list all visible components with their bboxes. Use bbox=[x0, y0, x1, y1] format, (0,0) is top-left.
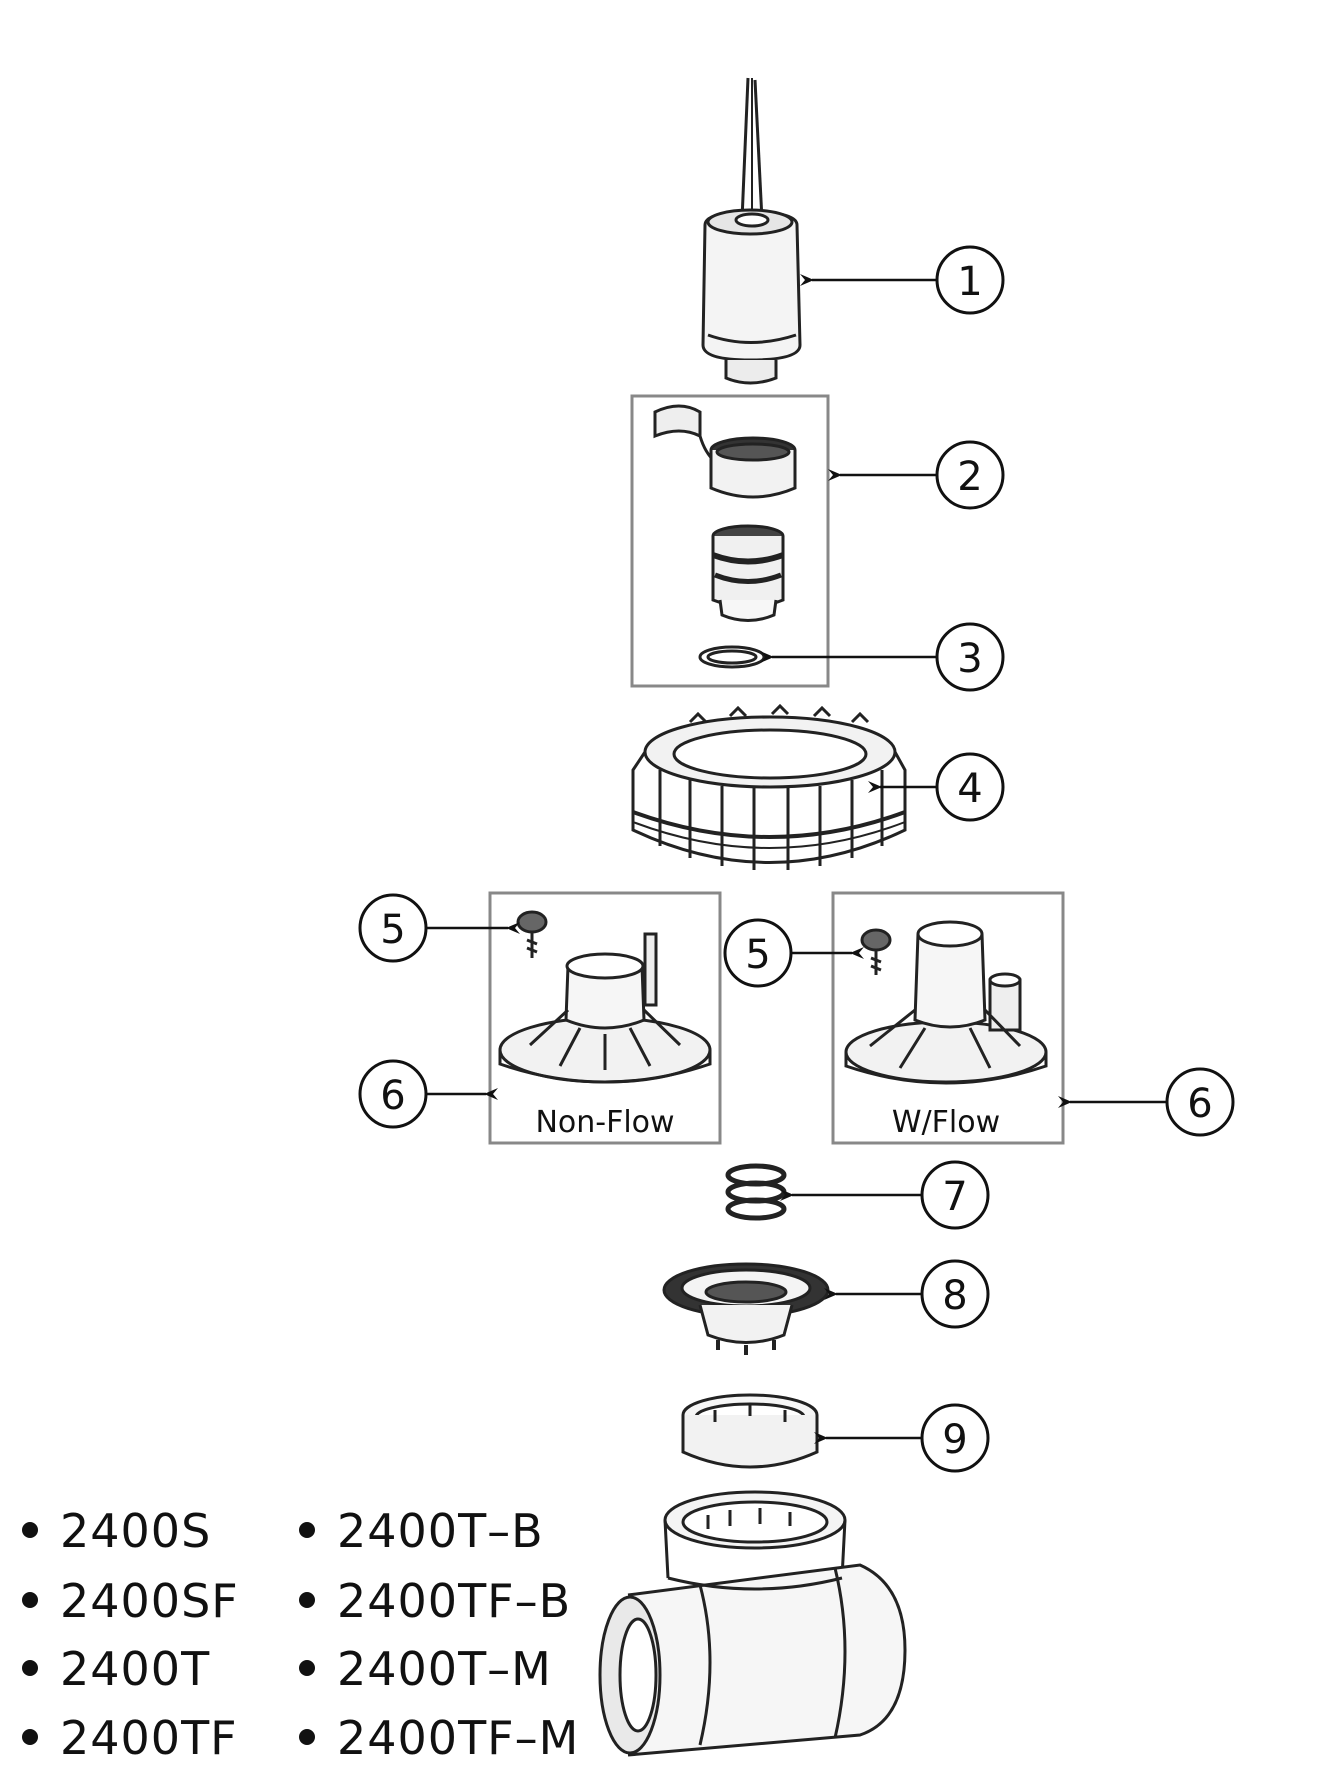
svg-text:5: 5 bbox=[380, 907, 405, 953]
callout-2: 2 bbox=[935, 440, 1005, 510]
callout-5-right: 5 bbox=[723, 918, 793, 988]
leader-arrows bbox=[426, 274, 1167, 1444]
model-item: 2400TF–B bbox=[337, 1574, 571, 1628]
model-list-column-1: 2400S 2400SF 2400T 2400TF bbox=[22, 1504, 239, 1765]
svg-text:4: 4 bbox=[957, 766, 982, 812]
non-flow-label: Non-Flow bbox=[535, 1105, 674, 1140]
non-flow-bonnet-box: Non-Flow bbox=[488, 891, 722, 1145]
spring-part bbox=[728, 1166, 784, 1218]
svg-text:6: 6 bbox=[380, 1073, 405, 1119]
bullet bbox=[22, 1522, 38, 1538]
valve-body-part bbox=[600, 1492, 905, 1755]
svg-text:6: 6 bbox=[1187, 1081, 1212, 1127]
bullet bbox=[299, 1729, 315, 1745]
model-item: 2400T bbox=[60, 1642, 210, 1696]
solenoid-part bbox=[703, 78, 800, 383]
bullet bbox=[299, 1522, 315, 1538]
model-item: 2400T–M bbox=[337, 1642, 552, 1696]
svg-text:5: 5 bbox=[745, 932, 770, 978]
callout-3: 3 bbox=[935, 622, 1005, 692]
model-item: 2400T–B bbox=[337, 1504, 544, 1558]
svg-text:2: 2 bbox=[957, 454, 982, 500]
svg-text:8: 8 bbox=[942, 1273, 967, 1319]
with-flow-label: W/Flow bbox=[892, 1105, 1000, 1140]
bullet bbox=[22, 1729, 38, 1745]
callout-5-left: 5 bbox=[358, 893, 428, 963]
bonnet-nut-part bbox=[633, 706, 905, 870]
model-list-column-2: 2400T–B 2400TF–B 2400T–M 2400TF–M bbox=[299, 1504, 579, 1765]
svg-text:3: 3 bbox=[957, 636, 982, 682]
seat-ring-part bbox=[683, 1395, 817, 1467]
model-item: 2400S bbox=[60, 1504, 211, 1558]
callout-1: 1 bbox=[935, 245, 1005, 315]
callout-6-right: 6 bbox=[1165, 1067, 1235, 1137]
o-ring-part bbox=[700, 647, 764, 667]
bullet bbox=[299, 1592, 315, 1608]
flow-control-kit-box bbox=[630, 394, 830, 688]
svg-text:7: 7 bbox=[942, 1174, 967, 1220]
callout-7: 7 bbox=[920, 1160, 990, 1230]
callout-6-left: 6 bbox=[358, 1059, 428, 1129]
svg-text:9: 9 bbox=[942, 1417, 967, 1463]
bullet bbox=[299, 1660, 315, 1676]
bullet bbox=[22, 1592, 38, 1608]
model-item: 2400SF bbox=[60, 1574, 239, 1628]
with-flow-bonnet-box: W/Flow bbox=[831, 891, 1065, 1145]
callout-9: 9 bbox=[920, 1403, 990, 1473]
svg-text:1: 1 bbox=[957, 259, 982, 305]
bullet bbox=[22, 1660, 38, 1676]
callout-4: 4 bbox=[935, 752, 1005, 822]
model-list: 2400S 2400SF 2400T 2400TF 2400T–B 2400TF… bbox=[22, 1504, 579, 1765]
diaphragm-part bbox=[664, 1264, 828, 1355]
model-item: 2400TF bbox=[60, 1711, 238, 1765]
callout-8: 8 bbox=[920, 1259, 990, 1329]
model-item: 2400TF–M bbox=[337, 1711, 579, 1765]
